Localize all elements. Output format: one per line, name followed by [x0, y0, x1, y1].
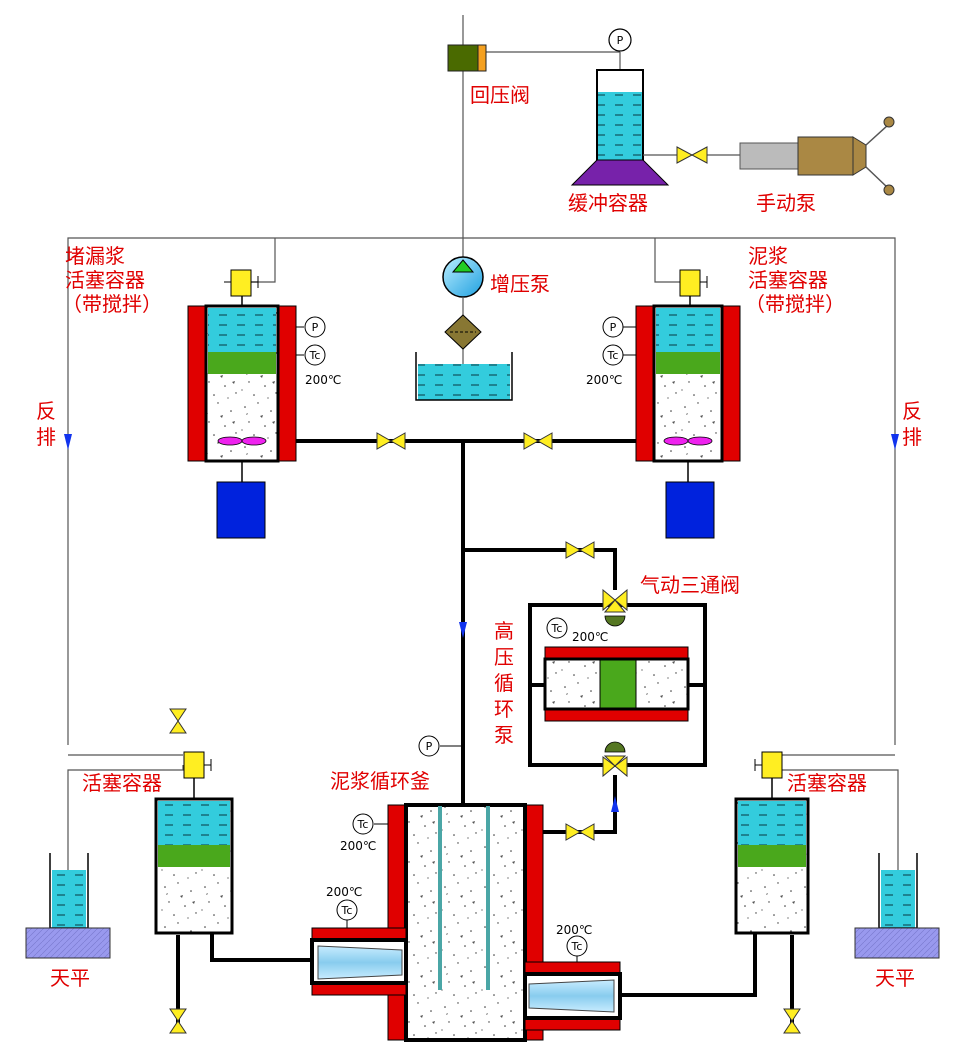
left-reverse-drain-label-1: 反: [36, 399, 56, 423]
hp-pump-label-1: 高: [494, 619, 514, 643]
buffer-container: [570, 69, 670, 186]
bottom-left-container-label: 活塞容器: [82, 771, 162, 795]
up-flow-arrow: [611, 796, 619, 812]
high-pressure-circulation-pump: [543, 646, 690, 722]
buffer-container-label: 缓冲容器: [568, 191, 648, 215]
kettle-temp-gauge-left: Tc: [336, 899, 358, 928]
right-container-label-1: 泥浆: [748, 244, 788, 268]
hp-pump-label-2: 压: [494, 645, 514, 669]
left-container-valve[interactable]: [224, 269, 259, 306]
pneumatic-three-way-valve-top[interactable]: [602, 588, 628, 627]
kettle-inlet-valve[interactable]: [565, 823, 595, 841]
right-reverse-drain-arrow: [891, 434, 899, 450]
svg-text:Tc: Tc: [309, 349, 321, 362]
right-balance: [854, 927, 940, 959]
right-balance-label: 天平: [875, 966, 915, 990]
back-pressure-valve[interactable]: [447, 44, 487, 72]
left-outlet-valve[interactable]: [376, 432, 406, 450]
kettle-temp-value-left: 200℃: [326, 885, 362, 899]
hp-pump-label-5: 泵: [494, 723, 514, 747]
kettle-temp-gauge-upper: Tc: [352, 813, 388, 835]
svg-text:Tc: Tc: [551, 622, 563, 635]
left-balance: [25, 927, 111, 959]
svg-text:P: P: [312, 321, 319, 334]
svg-text:P: P: [610, 321, 617, 334]
kettle-pressure-gauge: P: [418, 735, 463, 757]
feed-tank: [415, 352, 513, 401]
right-container-temp-gauge: Tc: [602, 344, 636, 366]
thin-piping: [67, 15, 899, 870]
pressure-gauge-top: P: [608, 28, 632, 52]
manual-pump[interactable]: [739, 116, 895, 196]
svg-text:P: P: [617, 34, 624, 47]
bottom-right-vertical-valve[interactable]: [783, 1008, 801, 1034]
bottom-right-piston-container: [734, 797, 810, 935]
left-container-pressure-gauge: P: [296, 316, 326, 338]
svg-text:Tc: Tc: [607, 349, 619, 362]
bypass-valve[interactable]: [565, 541, 595, 559]
right-container-label-3: （带搅拌）: [745, 292, 845, 316]
left-container-label-1: 堵漏浆: [65, 244, 125, 268]
right-container-label-2: 活塞容器: [748, 268, 828, 292]
left-balance-beaker: [49, 853, 89, 929]
left-container-temp-gauge: Tc: [296, 344, 326, 366]
down-flow-arrow: [459, 622, 467, 638]
svg-text:P: P: [426, 740, 433, 753]
left-reverse-drain-arrow: [64, 434, 72, 450]
hp-pump-label-3: 循: [494, 671, 514, 695]
bottom-left-piston-container: [154, 797, 234, 935]
kettle-temp-gauge-right: Tc: [566, 935, 588, 962]
back-pressure-valve-label: 回压阀: [470, 83, 530, 107]
left-container-temp-value: 200℃: [305, 373, 341, 387]
right-reverse-drain-label-2: 排: [902, 425, 922, 449]
manual-pump-valve[interactable]: [676, 146, 708, 164]
pneumatic-3way-valve-label: 气动三通阀: [640, 573, 740, 597]
svg-text:Tc: Tc: [341, 904, 353, 917]
right-stirred-piston-container: [635, 304, 741, 539]
svg-text:Tc: Tc: [357, 818, 369, 831]
bottom-right-container-valve[interactable]: [754, 751, 783, 799]
hp-pump-temp-gauge: Tc: [546, 617, 568, 639]
left-balance-label: 天平: [50, 966, 90, 990]
circulation-kettle-label: 泥浆循环釜: [330, 769, 430, 793]
left-container-label-2: 活塞容器: [65, 268, 145, 292]
pneumatic-three-way-valve-bottom[interactable]: [602, 741, 628, 778]
right-container-pressure-gauge: P: [602, 316, 636, 338]
booster-pump-label: 增压泵: [490, 272, 550, 296]
right-container-valve[interactable]: [679, 269, 708, 306]
right-container-temp-value: 200℃: [586, 373, 622, 387]
booster-pump[interactable]: [442, 256, 484, 298]
mud-circulation-kettle: [310, 803, 622, 1042]
hp-pump-label-4: 环: [494, 697, 514, 721]
bottom-left-drain-valve[interactable]: [169, 708, 187, 734]
manual-pump-label: 手动泵: [756, 191, 816, 215]
bottom-right-container-label: 活塞容器: [787, 771, 867, 795]
filter: [444, 314, 482, 350]
kettle-temp-value-right: 200℃: [556, 923, 592, 937]
left-reverse-drain-label-2: 排: [36, 425, 56, 449]
left-stirred-piston-container: [187, 304, 297, 539]
bottom-left-container-valve[interactable]: [183, 751, 212, 799]
svg-text:Tc: Tc: [571, 940, 583, 953]
right-reverse-drain-label-1: 反: [902, 399, 922, 423]
hp-pump-temp-value: 200℃: [572, 630, 608, 644]
kettle-temp-value-upper: 200℃: [340, 839, 376, 853]
left-container-label-3: （带搅拌）: [62, 292, 162, 316]
right-outlet-valve[interactable]: [523, 432, 553, 450]
bottom-left-vertical-valve[interactable]: [169, 1008, 187, 1034]
